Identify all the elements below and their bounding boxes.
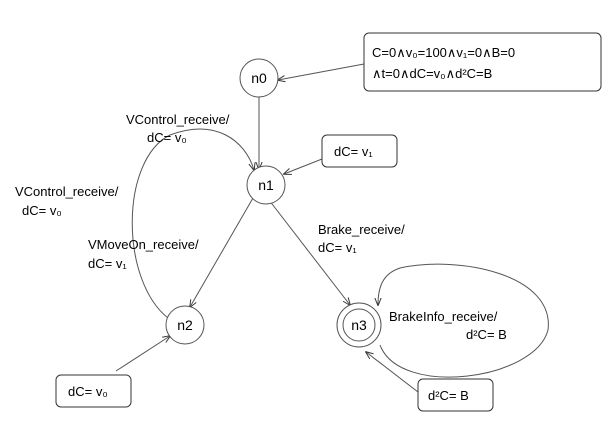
state-n1-label: n1 [258, 177, 274, 193]
edge-inv-n2-to-n2 [115, 336, 170, 372]
label-n1-n3-action: dC= v₁ [318, 240, 357, 255]
edge-n3-self-loop [378, 263, 549, 378]
state-n2-label: n2 [177, 317, 193, 333]
invariant-box-n1: dC= v₁ [321, 134, 398, 168]
invariant-box-n2: dC= v₀ [55, 374, 132, 408]
invariant-n2-text: dC= v₀ [68, 384, 108, 399]
edge-n1-to-n2 [190, 197, 254, 307]
edge-inv-n1-to-n1 [284, 158, 323, 174]
state-n0-label: n0 [251, 70, 267, 86]
initial-condition-box: C=0∧v₀=100∧v₁=0∧B=0 ∧t=0∧dC=v₀∧d²C=B [363, 32, 602, 92]
state-n2: n2 [165, 305, 205, 345]
label-n0-n1-action: dC= v₀ [147, 130, 187, 145]
state-n1: n1 [246, 165, 286, 205]
label-n3-self-event: BrakeInfo_receive/ [389, 309, 498, 324]
invariant-n3-text: d²C= B [428, 388, 469, 403]
label-n1-n3-event: Brake_receive/ [318, 222, 405, 237]
initial-condition-line-1: C=0∧v₀=100∧v₁=0∧B=0 [372, 45, 515, 60]
label-n3-self-action: d²C= B [466, 327, 507, 342]
state-n0: n0 [239, 58, 279, 98]
label-n1-n2-action: dC= v₁ [88, 256, 127, 271]
label-n2-n1-action: dC= v₀ [22, 203, 62, 218]
edge-n1-to-n3 [268, 199, 350, 305]
label-n0-n1-event: VControl_receive/ [126, 112, 230, 127]
label-n1-n2-event: VMoveOn_receive/ [88, 237, 199, 252]
edge-init-to-n0 [278, 63, 365, 80]
invariant-box-n3: d²C= B [417, 378, 494, 412]
invariant-n1-text: dC= v₁ [334, 144, 373, 159]
state-n3: n3 [336, 302, 382, 348]
state-n3-label: n3 [351, 317, 367, 333]
label-n2-n1-event: VControl_receive/ [15, 184, 119, 199]
edge-n2-to-n1-loop [131, 128, 254, 319]
edge-inv-n3-to-n3 [366, 352, 419, 393]
initial-condition-line-2: ∧t=0∧dC=v₀∧d²C=B [372, 66, 492, 81]
